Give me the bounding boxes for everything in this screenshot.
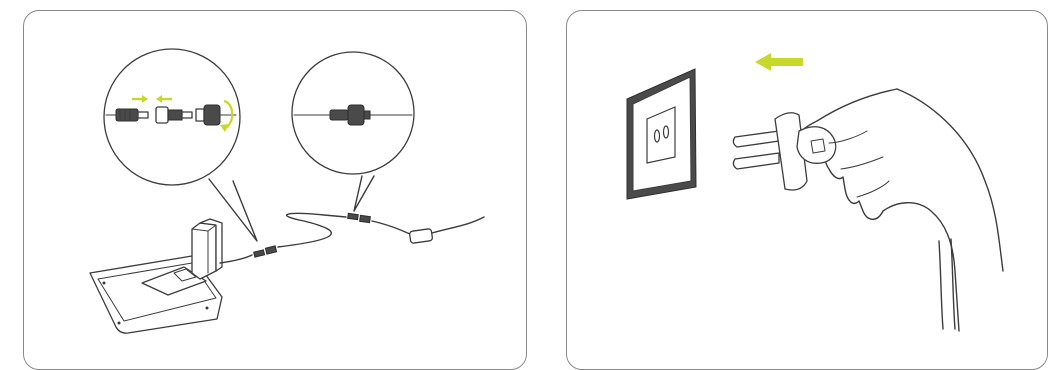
power-adapter-icon bbox=[409, 216, 485, 244]
unplug-illustration bbox=[626, 53, 1004, 332]
tighten-rotate-arrow-icon bbox=[220, 99, 234, 132]
hand-holding-plug-icon bbox=[732, 88, 1004, 332]
connection-illustration-panel bbox=[23, 10, 527, 370]
charging-station-icon bbox=[89, 218, 223, 334]
wall-outlet-icon bbox=[626, 68, 697, 200]
insert-arrow-icon bbox=[132, 95, 172, 103]
power-cable-icon bbox=[219, 212, 413, 264]
connection-illustration bbox=[89, 48, 485, 334]
connector-zoom-callout-icon bbox=[103, 48, 258, 242]
unplug-illustration-panel bbox=[566, 10, 1048, 370]
unplug-direction-arrow-icon bbox=[755, 53, 803, 71]
cable-joint-zoom-callout-icon bbox=[291, 51, 415, 212]
